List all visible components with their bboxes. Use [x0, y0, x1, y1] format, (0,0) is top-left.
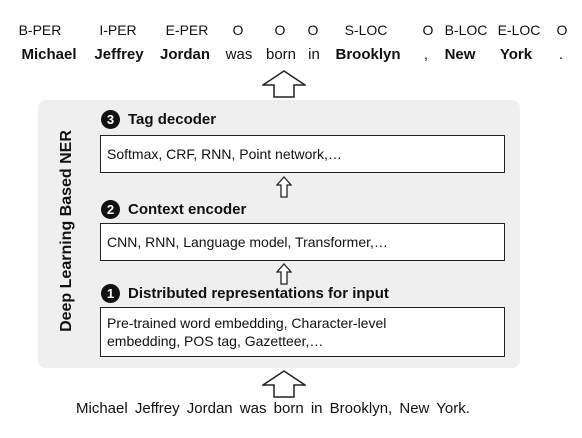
output-up-arrow-icon [262, 70, 306, 98]
step-title: Context encoder [128, 201, 247, 218]
side-label: Deep Learning Based NER [58, 130, 75, 332]
step-title: Distributed representations for input [128, 285, 389, 302]
tag-label: B-PER [18, 22, 62, 38]
context-encoder-box: CNN, RNN, Language model, Transformer,… [100, 223, 505, 261]
step-1-header: 1 Distributed representations for input [101, 284, 389, 303]
step-content: Pre-trained word embedding, Character-le… [107, 315, 387, 349]
up-arrow-icon [276, 263, 292, 285]
tag-label: O [307, 22, 319, 38]
tag-label: B-LOC [444, 22, 488, 38]
input-representation-box: Pre-trained word embedding, Character-le… [100, 307, 505, 357]
step-3-header: 3 Tag decoder [101, 110, 216, 129]
tag-decoder-box: Softmax, CRF, RNN, Point network,… [100, 135, 505, 173]
output-token: Jordan [159, 46, 210, 63]
tag-label: O [232, 22, 244, 38]
output-token: was [225, 46, 253, 63]
output-token: , [423, 46, 429, 63]
tag-label: E-LOC [497, 22, 541, 38]
output-token: Brooklyn [335, 46, 401, 63]
up-arrow-icon [276, 176, 292, 198]
output-token: born [265, 46, 297, 63]
output-token: New [444, 46, 476, 63]
step-content: Softmax, CRF, RNN, Point network,… [107, 146, 342, 162]
input-up-arrow-icon [262, 370, 306, 398]
output-token: York [499, 46, 533, 63]
tag-label: O [274, 22, 286, 38]
output-token: in [308, 46, 320, 63]
tag-label: O [556, 22, 568, 38]
tag-label: S-LOC [344, 22, 388, 38]
step-content: CNN, RNN, Language model, Transformer,… [107, 234, 388, 250]
step-number-badge: 2 [101, 200, 120, 219]
output-token: Michael [21, 46, 77, 63]
tag-label: E-PER [165, 22, 209, 38]
step-number-badge: 1 [101, 284, 120, 303]
output-token: . [558, 46, 564, 63]
output-token: Jeffrey [94, 46, 144, 63]
tag-label: I-PER [99, 22, 137, 38]
tag-label: O [422, 22, 434, 38]
step-title: Tag decoder [128, 111, 217, 128]
input-sentence: Michael Jeffrey Jordan was born in Brook… [76, 400, 470, 417]
step-number-badge: 3 [101, 110, 120, 129]
step-2-header: 2 Context encoder [101, 200, 246, 219]
